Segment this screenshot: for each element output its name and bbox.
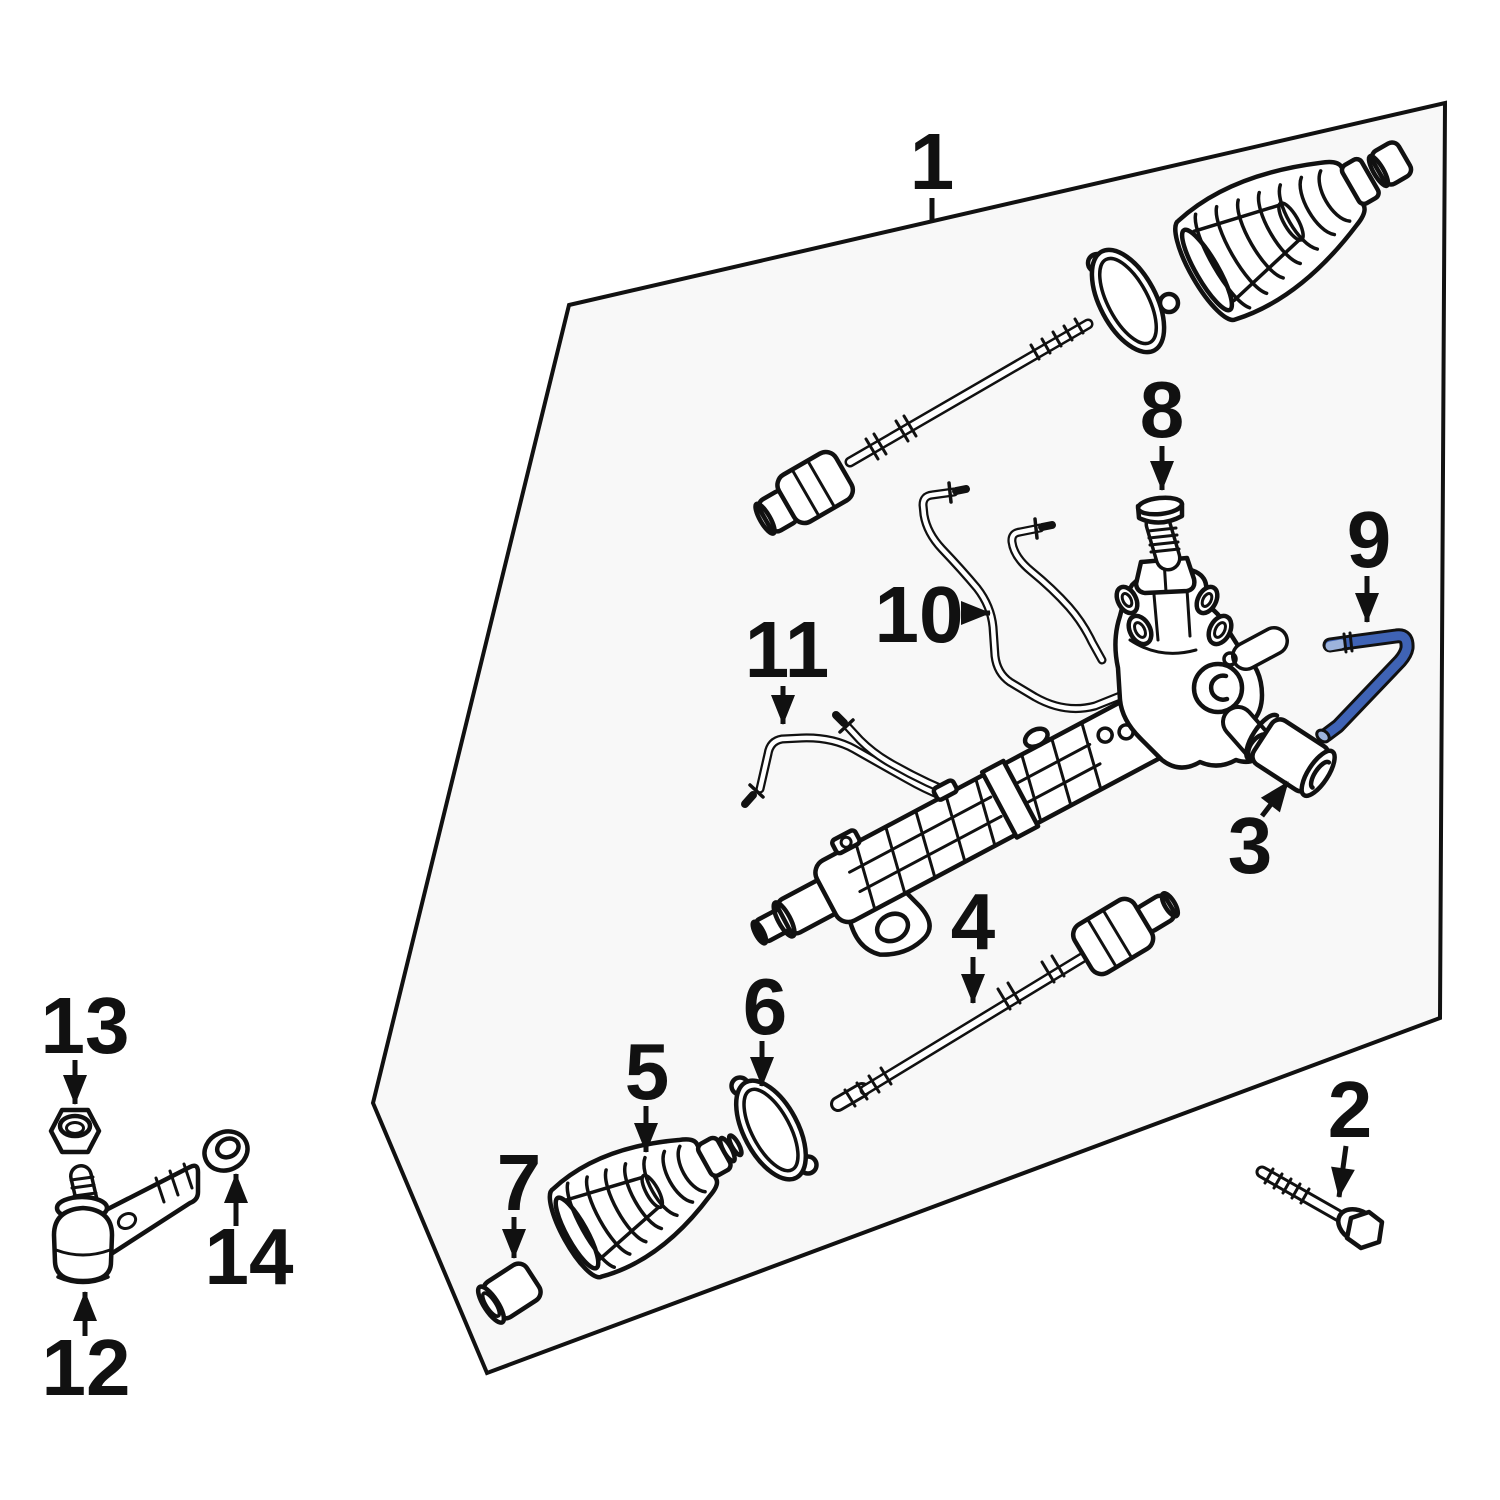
jam-nut [48,1107,102,1155]
outer-tie-rod-end [51,1162,201,1285]
rack-end-cap [475,1261,543,1325]
mount-bushing [1244,712,1337,799]
callout-5: 5 [625,1027,670,1116]
upper-inner-tie-rod [753,317,1094,536]
upper-bellows-boot [1173,140,1414,323]
callout-9: 9 [1347,495,1392,584]
callout-11: 11 [745,605,830,694]
diagram-panel [370,100,1448,1376]
tie-rod-washer [202,1129,250,1173]
upper-boot-clamp [1085,247,1181,355]
highlighted-transfer-tube [1315,628,1415,744]
callout-7: 7 [497,1138,542,1227]
mount-bolt [1255,1165,1385,1251]
callout-1: 1 [910,117,955,206]
callout-12: 12 [42,1323,131,1412]
callout-8: 8 [1140,365,1185,454]
arrow-2 [1331,1145,1355,1198]
callouts: 1 2 3 4 5 6 7 8 9 10 11 12 13 14 [41,117,1392,1412]
pressure-line-pipe-10a [918,481,1130,713]
callout-6: 6 [743,962,788,1051]
valve-housing [1113,510,1289,770]
arrow-3 [1260,780,1290,818]
callout-13: 13 [41,981,130,1070]
callout-3: 3 [1228,801,1273,890]
lower-bellows-boot [547,1133,744,1280]
callout-2: 2 [1328,1065,1373,1154]
callout-10: 10 [875,570,964,659]
callout-4: 4 [951,877,996,966]
pressure-line-pipe-10b [1007,517,1107,665]
lower-inner-tie-rod [830,891,1181,1112]
lower-boot-clamp [729,1075,819,1182]
pinion-dust-cap [1135,495,1185,525]
callout-14: 14 [205,1212,294,1301]
